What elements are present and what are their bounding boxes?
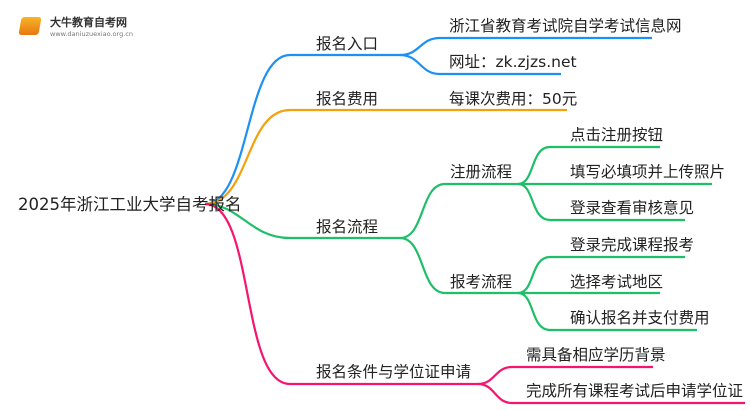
node-register-step: 填写必填项并上传照片 [570,163,725,181]
node-apply: 报考流程 [450,273,512,291]
branch-fee-lines [204,108,567,206]
node-apply-step: 选择考试地区 [570,273,663,291]
node-entry: 报名入口 [316,35,378,53]
node-fee-amount: 每课次费用：50元 [449,90,577,108]
logo: 大牛教育自考网 www.daniuzuexiao.org.cn [18,14,133,38]
node-entry-site: 浙江省教育考试院自学考试信息网 [449,16,682,35]
logo-name: 大牛教育自考网 [50,16,127,29]
node-entry-url: 网址：zk.zjzs.net [449,53,577,71]
branch-entry-lines [204,36,652,206]
root-node: 2025年浙江工业大学自考报名 [18,195,242,214]
branch-conditions-lines [204,202,745,405]
node-apply-step: 登录完成课程报考 [570,236,694,254]
branch-process-lines [204,145,712,332]
node-register-step: 点击注册按钮 [570,126,663,144]
node-conditions: 报名条件与学位证申请 [316,363,471,381]
node-process: 报名流程 [316,218,378,236]
node-condition-item: 完成所有课程考试后申请学位证 [526,382,743,400]
node-fee: 报名费用 [316,90,378,108]
node-apply-step: 确认报名并支付费用 [570,309,710,327]
logo-url: www.daniuzuexiao.org.cn [50,30,133,38]
node-register-step: 登录查看审核意见 [570,198,694,217]
node-register: 注册流程 [450,163,512,181]
node-condition-item: 需具备相应学历背景 [526,345,666,364]
